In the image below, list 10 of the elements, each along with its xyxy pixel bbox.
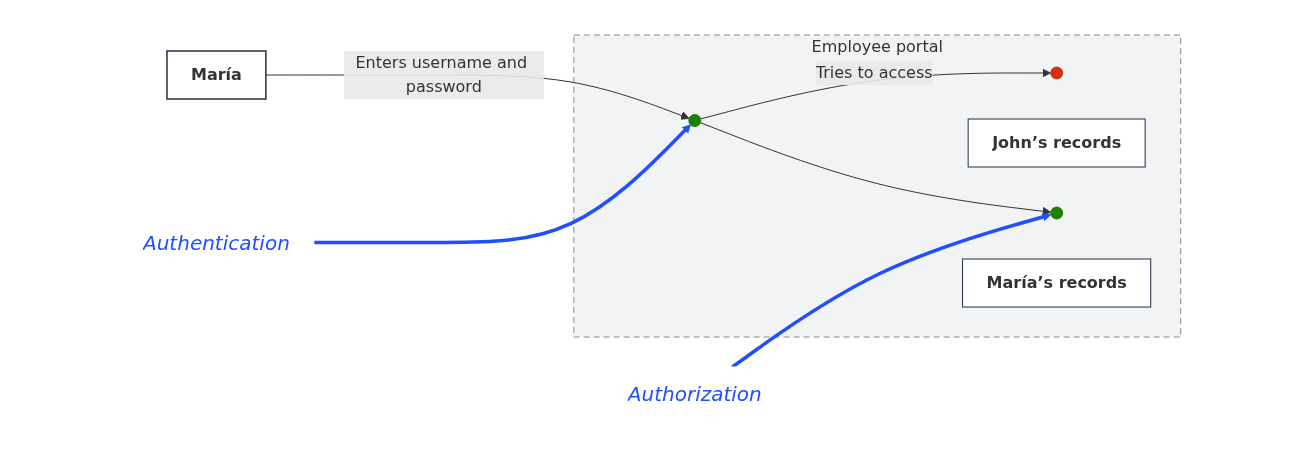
node-circle (1049, 206, 1063, 220)
arrow (313, 124, 691, 245)
node-box: María (165, 50, 267, 100)
node-circle (1049, 66, 1063, 80)
node-box: María’s records (961, 258, 1151, 308)
arrow (730, 212, 1051, 369)
edge-label: Tries to access (815, 63, 933, 82)
node-circle (687, 114, 701, 127)
arrow (699, 122, 1051, 216)
edge-label: Enters username and password (355, 53, 527, 96)
